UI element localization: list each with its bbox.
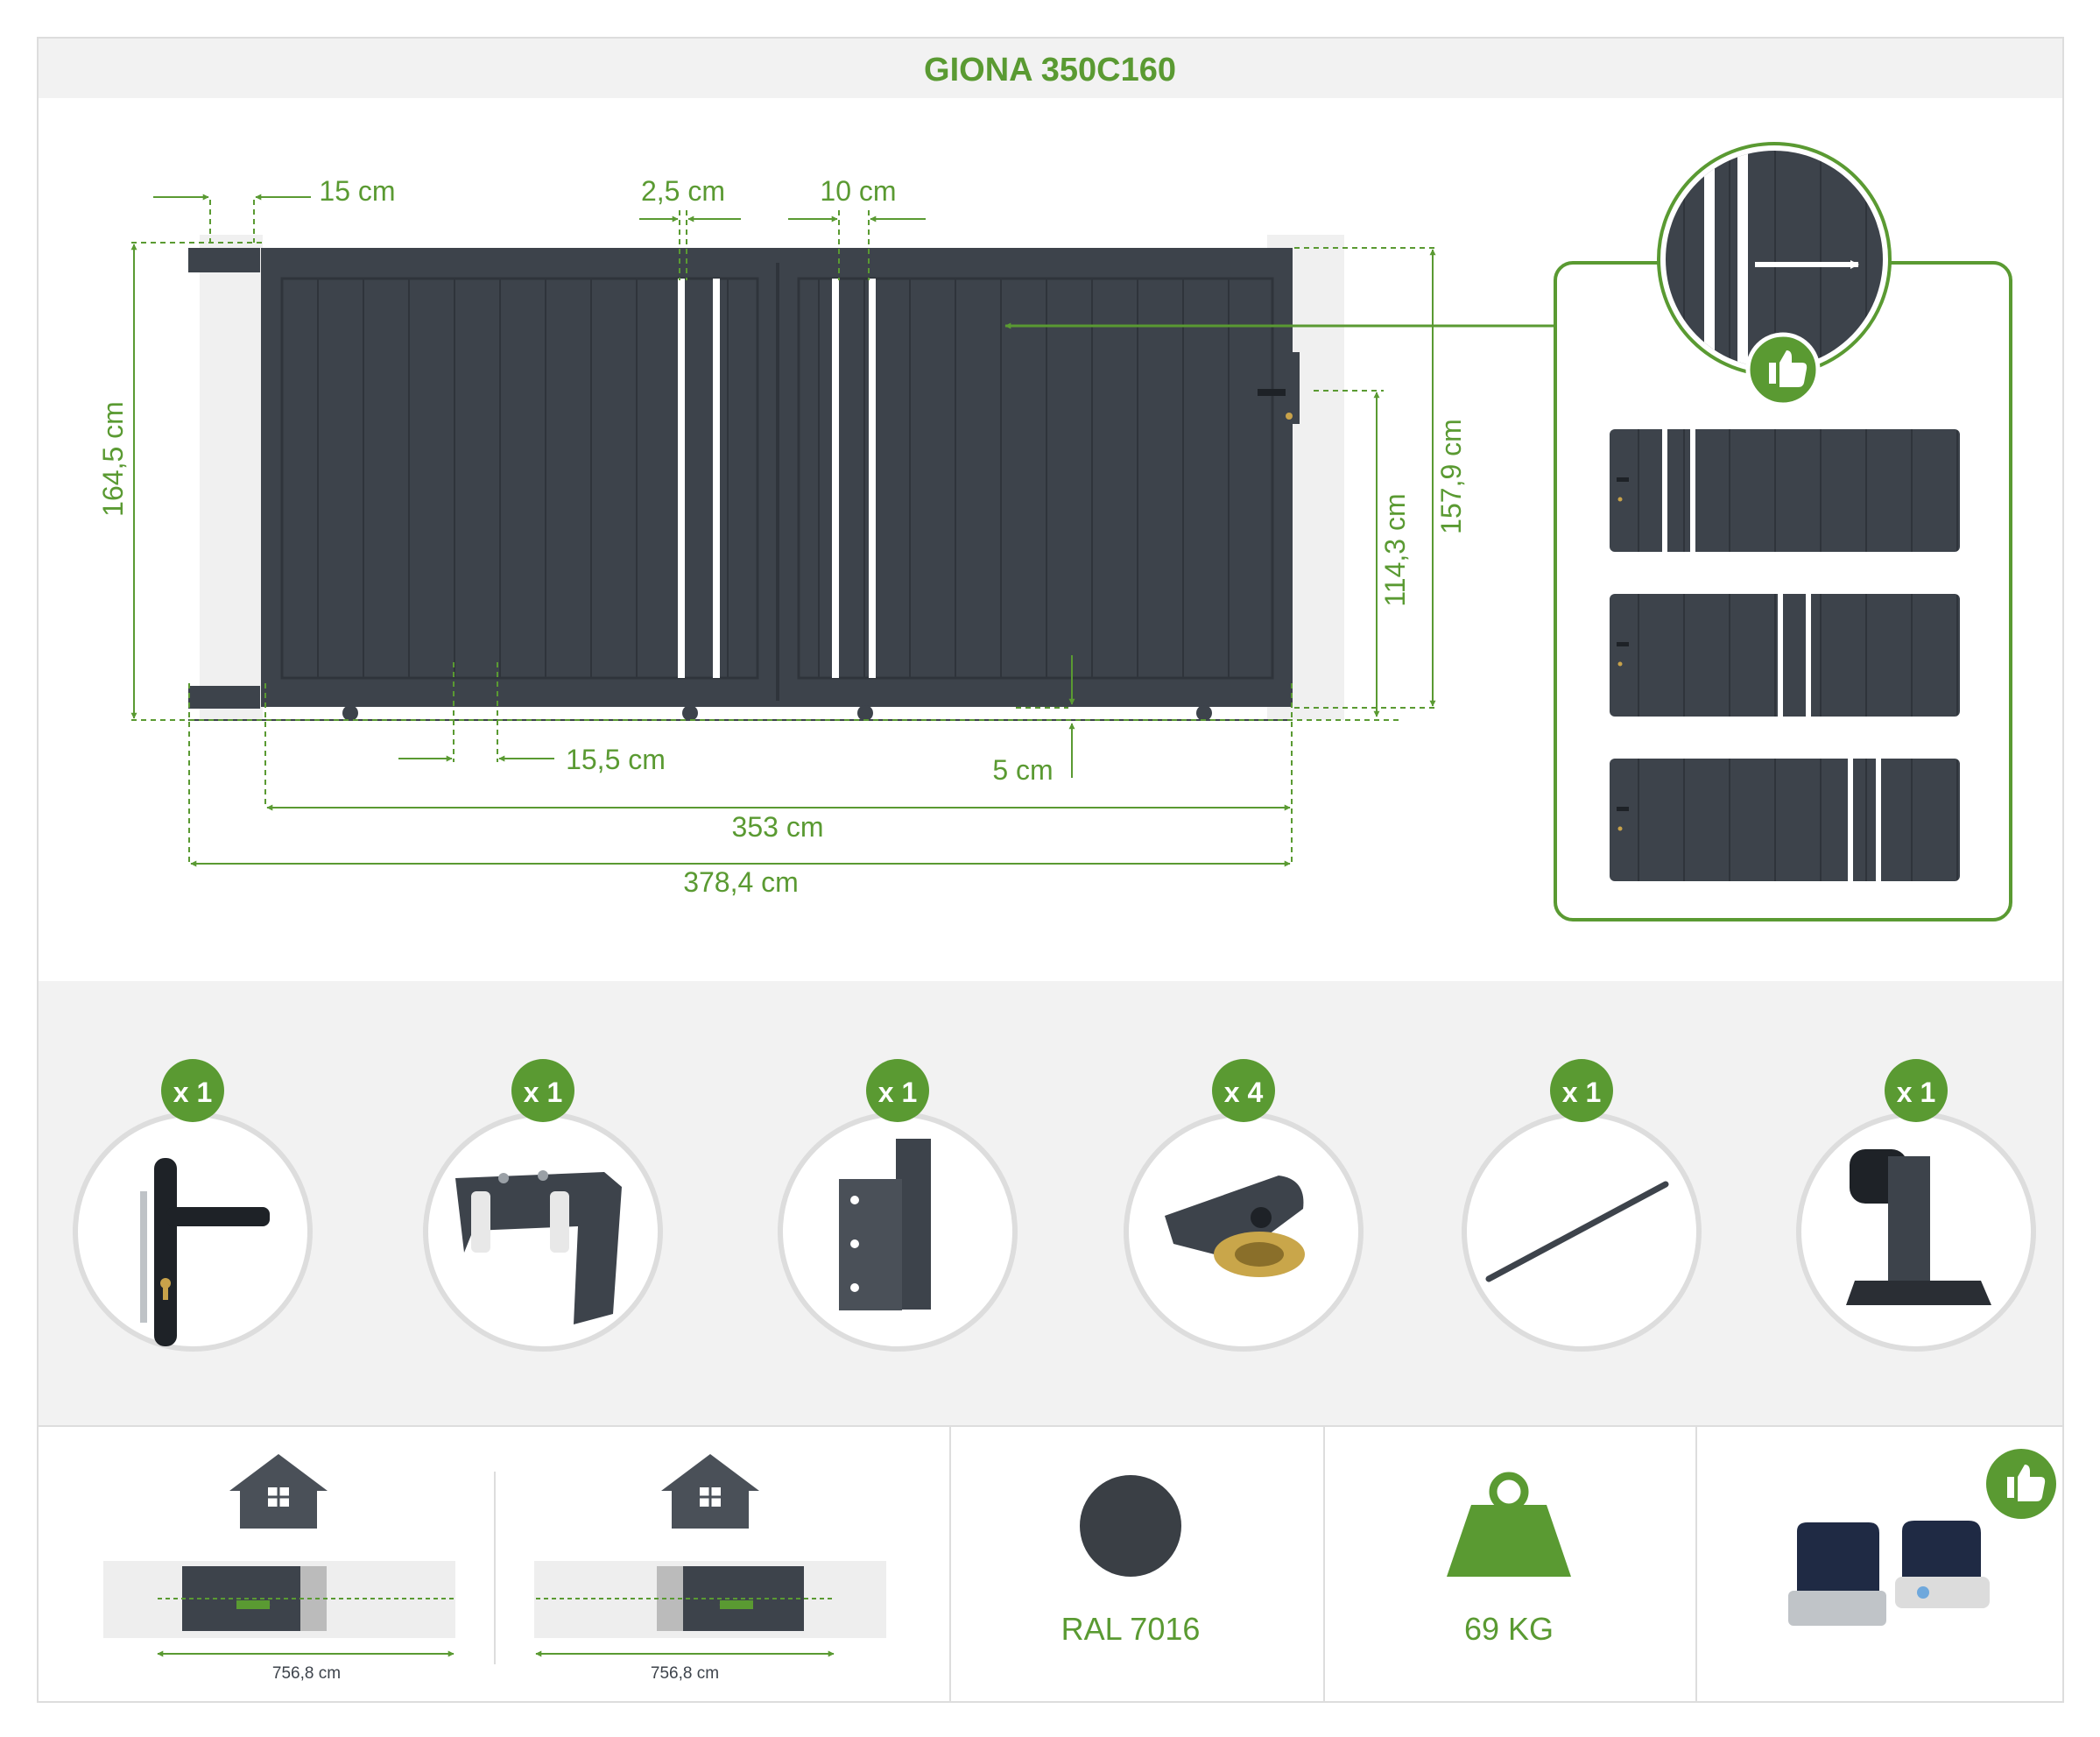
weight-cell: 69 KG — [1447, 1472, 1571, 1647]
dim-height-leaf: 157,9 cm — [1435, 419, 1467, 534]
dimension-lines — [130, 194, 1436, 867]
accessory-rack-bar: x 1 — [1462, 1059, 1702, 1352]
rack-bar-icon — [1485, 1181, 1669, 1282]
dim-ground-clearance: 5 cm — [992, 754, 1053, 786]
variant-panel-2 — [1610, 594, 1960, 717]
magnifier-detail — [1666, 151, 1883, 368]
opening-right-diagram: 756,8 cm — [534, 1454, 886, 1683]
motor-icon — [1788, 1521, 1990, 1626]
svg-text:x 1: x 1 — [173, 1077, 212, 1108]
opening-left-width: 756,8 cm — [272, 1664, 341, 1683]
left-post-bottom — [188, 686, 260, 709]
left-post — [188, 248, 260, 272]
svg-text:x 4: x 4 — [1224, 1077, 1264, 1108]
gate-leaf-left — [282, 279, 758, 678]
slot — [678, 279, 685, 678]
lock-handle-icon — [1258, 352, 1300, 424]
dim-post-width: 15 cm — [319, 175, 395, 207]
house-icon — [661, 1454, 759, 1529]
accessory-roller-guide: x 1 — [423, 1059, 663, 1352]
svg-text:x 1: x 1 — [1897, 1077, 1935, 1108]
title-band — [39, 39, 2062, 98]
zoom-callout — [1004, 142, 2012, 921]
page-title: GIONA 350C160 — [924, 52, 1176, 88]
slot — [869, 279, 876, 678]
wheel-dot — [682, 705, 698, 721]
weight-value: 69 KG — [1464, 1611, 1554, 1647]
dim-height-lock: 114,3 cm — [1379, 493, 1411, 606]
bracket-icon — [839, 1139, 931, 1310]
opening-right-width: 756,8 cm — [651, 1664, 719, 1683]
svg-text:x 1: x 1 — [1562, 1077, 1601, 1108]
variant-panel-3 — [1610, 759, 1960, 881]
wheel-icon — [1165, 1176, 1305, 1277]
motor-cell — [1788, 1449, 2056, 1626]
accessories-band — [39, 981, 2062, 1426]
door-handle-icon — [140, 1158, 270, 1346]
dim-gap-width: 2,5 cm — [641, 175, 725, 207]
slot — [713, 279, 720, 678]
end-stop-icon — [1846, 1149, 1991, 1305]
weight-icon — [1447, 1472, 1571, 1577]
left-pillar — [200, 235, 263, 720]
svg-text:x 1: x 1 — [524, 1077, 562, 1108]
svg-text:x 1: x 1 — [878, 1077, 917, 1108]
wheel-dot — [1196, 705, 1212, 721]
color-name: RAL 7016 — [1061, 1611, 1201, 1647]
dim-overall-width: 378,4 cm — [683, 866, 799, 898]
wheel-dot — [342, 705, 358, 721]
dim-center-width: 10 cm — [820, 175, 896, 207]
accessory-door-handle: x 1 — [73, 1059, 313, 1352]
house-icon — [229, 1454, 328, 1529]
opening-left-diagram: 756,8 cm — [103, 1454, 455, 1683]
variant-panel-1 — [1610, 429, 1960, 552]
wheel-dot — [857, 705, 873, 721]
dim-height-total: 164,5 cm — [97, 401, 129, 517]
dim-passage-width: 353 cm — [732, 811, 824, 843]
roller-guide-icon — [455, 1170, 622, 1324]
gate-drawing — [188, 235, 1344, 721]
accessory-end-stop: x 1 — [1796, 1059, 2036, 1352]
slot — [832, 279, 839, 678]
color-swatch — [1080, 1475, 1181, 1577]
color-cell: RAL 7016 — [1061, 1475, 1201, 1647]
accessory-wheel: x 4 — [1124, 1059, 1364, 1352]
accessory-bracket: x 1 — [778, 1059, 1018, 1352]
dim-board-width: 15,5 cm — [566, 744, 666, 775]
gate-leaf-right — [799, 279, 1272, 678]
footer-row: 756,8 cm 756,8 cm RAL 7016 — [39, 1425, 2062, 1702]
